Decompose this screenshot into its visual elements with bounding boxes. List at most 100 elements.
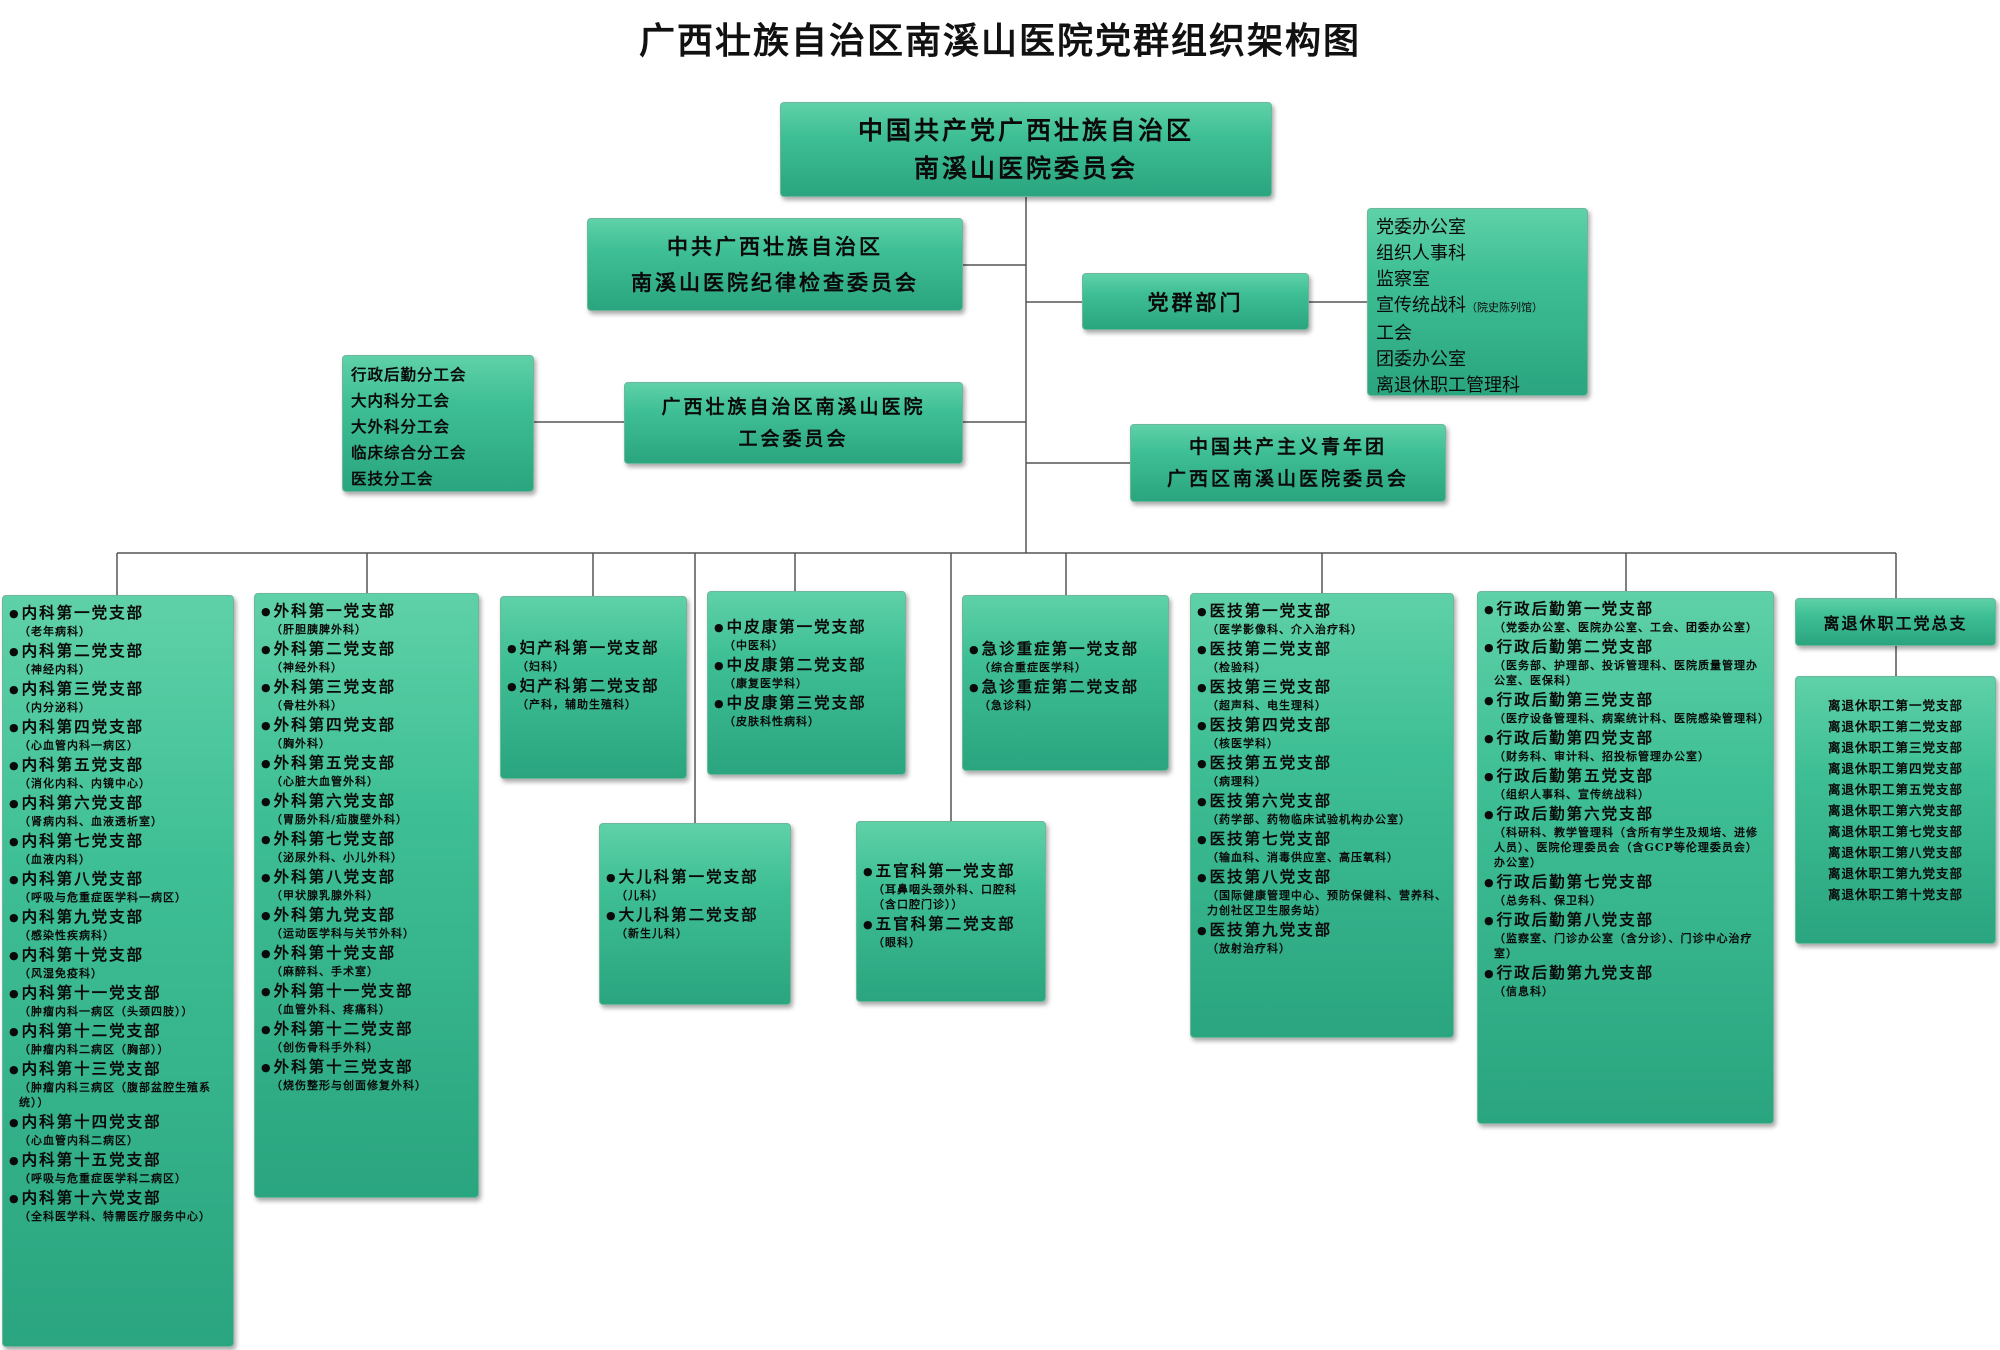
- party-branch-item[interactable]: 外科第六党支部（胃肠外科/疝腹壁外科）: [261, 790, 472, 827]
- branch-name: 内科第九党支部: [9, 906, 227, 928]
- party-branch-item[interactable]: 急诊重症第二党支部（急诊科）: [969, 676, 1162, 713]
- party-branch-item[interactable]: 妇产科第二党支部（产科，辅助生殖科）: [507, 675, 680, 712]
- party-branch-item[interactable]: 外科第八党支部（甲状腺乳腺外科）: [261, 866, 472, 903]
- discipline-committee-box[interactable]: 中共广西壮族自治区 南溪山医院纪律检查委员会: [587, 218, 963, 311]
- branch-departments: （心血管内科二病区）: [19, 1134, 139, 1147]
- party-branch-item[interactable]: 外科第十党支部（麻醉科、手术室）: [261, 942, 472, 979]
- branch-name: 外科第二党支部: [261, 638, 472, 660]
- party-branch-item[interactable]: 内科第六党支部（肾病内科、血液透析室）: [9, 792, 227, 829]
- branch-name: 内科第十五党支部: [9, 1149, 227, 1171]
- party-branch-item[interactable]: 行政后勤第五党支部（组织人事科、宣传统战科）: [1484, 765, 1767, 802]
- fuchan-branches-box: 妇产科第一党支部（妇科）妇产科第二党支部（产科，辅助生殖科）: [500, 596, 687, 779]
- retire-general-branch-box[interactable]: 离退休职工党总支: [1795, 598, 1996, 646]
- branch-name: 内科第十一党支部: [9, 982, 227, 1004]
- party-branch-item[interactable]: 内科第十一党支部（肿瘤内科一病区（头颈四肢））: [9, 982, 227, 1019]
- party-branch-item[interactable]: 内科第十六党支部（全科医学科、特需医疗服务中心）: [9, 1187, 227, 1224]
- party-branch-item[interactable]: 外科第七党支部（泌尿外科、小儿外科）: [261, 828, 472, 865]
- branch-departments: （消化内科、内镜中心）: [19, 777, 151, 790]
- party-branch-item[interactable]: 内科第四党支部（心血管内科一病区）: [9, 716, 227, 753]
- branch-departments: （老年病科）: [19, 625, 91, 638]
- party-branch-item[interactable]: 妇产科第一党支部（妇科）: [507, 637, 680, 674]
- party-branch-item[interactable]: 五官科第二党支部（眼科）: [863, 913, 1039, 950]
- branch-departments: （全科医学科、特需医疗服务中心）: [19, 1210, 211, 1223]
- party-dept-box[interactable]: 党群部门: [1082, 273, 1309, 330]
- party-branch-item[interactable]: 外科第十二党支部（创伤骨科手外科）: [261, 1018, 472, 1055]
- party-branch-item[interactable]: 行政后勤第一党支部（党委办公室、医院办公室、工会、团委办公室）: [1484, 598, 1767, 635]
- party-branch-item[interactable]: 急诊重症第一党支部（综合重症医学科）: [969, 638, 1162, 675]
- party-branch-item[interactable]: 行政后勤第八党支部（监察室、门诊办公室（含分诊）、门诊中心治疗室）: [1484, 909, 1767, 961]
- party-branch-item[interactable]: 行政后勤第九党支部（信息科）: [1484, 962, 1767, 999]
- branch-departments: （信息科）: [1494, 985, 1554, 998]
- party-branch-item[interactable]: 医技第五党支部（病理科）: [1197, 752, 1447, 789]
- party-dept-items-box: 党委办公室 组织人事科 监察室 宣传统战科（院史陈列馆） 工会 团委办公室 离退…: [1367, 208, 1588, 396]
- party-branch-item[interactable]: 医技第一党支部（医学影像科、介入治疗科）: [1197, 600, 1447, 637]
- party-branch-item[interactable]: 医技第八党支部（国际健康管理中心、预防保健科、营养科、力创社区卫生服务站）: [1197, 866, 1447, 918]
- youth-league-box[interactable]: 中国共产主义青年团 广西区南溪山医院委员会: [1130, 424, 1446, 502]
- branch-departments: （核医学科）: [1207, 737, 1279, 750]
- party-dept-item: 监察室: [1376, 269, 1430, 290]
- branch-departments: （运动医学科与关节外科）: [271, 927, 415, 940]
- branch-departments: （呼吸与危重症医学科一病区）: [19, 891, 187, 904]
- party-branch-item[interactable]: 内科第三党支部（内分泌科）: [9, 678, 227, 715]
- party-branch-item[interactable]: 行政后勤第三党支部（医疗设备管理科、病案统计科、医院感染管理科）: [1484, 689, 1769, 726]
- branch-name: 内科第四党支部: [9, 716, 227, 738]
- party-branch-item[interactable]: 外科第二党支部（神经外科）: [261, 638, 472, 675]
- party-branch-item[interactable]: 外科第九党支部（运动医学科与关节外科）: [261, 904, 472, 941]
- party-branch-item[interactable]: 医技第二党支部（检验科）: [1197, 638, 1447, 675]
- party-branch-item[interactable]: 大儿科第一党支部（儿科）: [606, 866, 784, 903]
- party-branch-item[interactable]: 内科第五党支部（消化内科、内镜中心）: [9, 754, 227, 791]
- party-branch-item[interactable]: 医技第九党支部（放射治疗科）: [1197, 919, 1447, 956]
- party-branch-item[interactable]: 中皮康第一党支部（中医科）: [714, 616, 899, 653]
- party-branch-item[interactable]: 行政后勤第六党支部（科研科、教学管理科（含所有学生及规培、进修人员）、医院伦理委…: [1484, 803, 1767, 870]
- branch-name: 行政后勤第一党支部: [1484, 598, 1767, 620]
- union-sub-item: 大外科分工会: [351, 417, 451, 436]
- party-branch-item[interactable]: 外科第十三党支部（烧伤整形与创面修复外科）: [261, 1056, 472, 1093]
- party-branch-item[interactable]: 医技第三党支部（超声科、电生理科）: [1197, 676, 1447, 713]
- party-branch-item[interactable]: 中皮康第二党支部（康复医学科）: [714, 654, 899, 691]
- party-branch-item[interactable]: 行政后勤第四党支部（财务科、审计科、招投标管理办公室）: [1484, 727, 1767, 764]
- retire-branch-item: 离退休职工第六党支部: [1827, 803, 1963, 818]
- party-branch-item[interactable]: 外科第五党支部（心脏大血管外科）: [261, 752, 472, 789]
- party-branch-item[interactable]: 内科第九党支部（感染性疾病科）: [9, 906, 227, 943]
- party-branch-item[interactable]: 行政后勤第二党支部（医务部、护理部、投诉管理科、医院质量管理办公室、医保科）: [1484, 636, 1767, 688]
- party-dept-item: 组织人事科: [1376, 243, 1466, 264]
- party-branch-item[interactable]: 内科第二党支部（神经内科）: [9, 640, 227, 677]
- party-branch-item[interactable]: 大儿科第二党支部（新生儿科）: [606, 904, 784, 941]
- party-branch-item[interactable]: 外科第十一党支部（血管外科、疼痛科）: [261, 980, 472, 1017]
- party-branch-item[interactable]: 五官科第一党支部（耳鼻咽头颈外科、口腔科（含口腔门诊））: [863, 860, 1039, 912]
- party-branch-item[interactable]: 内科第十二党支部（肿瘤内科二病区（胸部））: [9, 1020, 227, 1057]
- jizhen-branches-box: 急诊重症第一党支部（综合重症医学科）急诊重症第二党支部（急诊科）: [962, 595, 1169, 771]
- party-branch-item[interactable]: 行政后勤第七党支部（总务科、保卫科）: [1484, 871, 1767, 908]
- branch-name: 妇产科第一党支部: [507, 637, 680, 659]
- party-branch-item[interactable]: 内科第七党支部（血液内科）: [9, 830, 227, 867]
- party-branch-item[interactable]: 内科第十四党支部（心血管内科二病区）: [9, 1111, 227, 1148]
- branch-name: 中皮康第三党支部: [714, 692, 899, 714]
- party-branch-item[interactable]: 内科第十三党支部（肿瘤内科三病区（腹部盆腔生殖系统））: [9, 1058, 227, 1110]
- party-branch-item[interactable]: 外科第一党支部（肝胆胰脾外科）: [261, 600, 472, 637]
- retire-branch-item: 离退休职工第三党支部: [1827, 740, 1963, 755]
- party-branch-item[interactable]: 内科第一党支部（老年病科）: [9, 602, 227, 639]
- party-branch-item[interactable]: 内科第十党支部（风湿免疫科）: [9, 944, 227, 981]
- branch-name: 行政后勤第二党支部: [1484, 636, 1767, 658]
- party-branch-item[interactable]: 外科第四党支部（胸外科）: [261, 714, 472, 751]
- party-dept-note: （院史陈列馆）: [1466, 301, 1543, 314]
- party-branch-item[interactable]: 内科第八党支部（呼吸与危重症医学科一病区）: [9, 868, 227, 905]
- party-branch-item[interactable]: 内科第十五党支部（呼吸与危重症医学科二病区）: [9, 1149, 227, 1186]
- branch-name: 急诊重症第二党支部: [969, 676, 1162, 698]
- branch-name: 行政后勤第五党支部: [1484, 765, 1767, 787]
- branch-departments: （眼科）: [873, 936, 921, 949]
- page-title: 广西壮族自治区南溪山医院党群组织架构图: [638, 20, 1361, 62]
- branch-departments: （肿瘤内科一病区（头颈四肢））: [19, 1005, 194, 1018]
- party-committee-box[interactable]: 中国共产党广西壮族自治区 南溪山医院委员会: [780, 102, 1272, 197]
- branch-name: 内科第十四党支部: [9, 1111, 227, 1133]
- party-branch-item[interactable]: 医技第六党支部（药学部、药物临床试验机构办公室）: [1197, 790, 1447, 827]
- branch-departments: （心血管内科一病区）: [19, 739, 139, 752]
- party-branch-item[interactable]: 外科第三党支部（骨柱外科）: [261, 676, 472, 713]
- party-branch-item[interactable]: 中皮康第三党支部（皮肤科性病科）: [714, 692, 899, 729]
- branch-name: 外科第六党支部: [261, 790, 472, 812]
- branch-departments: （肾病内科、血液透析室）: [19, 815, 163, 828]
- party-branch-item[interactable]: 医技第四党支部（核医学科）: [1197, 714, 1447, 751]
- branch-departments: （医务部、护理部、投诉管理科、医院质量管理办公室、医保科）: [1494, 659, 1758, 687]
- union-committee-box[interactable]: 广西壮族自治区南溪山医院 工会委员会: [624, 382, 963, 464]
- party-branch-item[interactable]: 医技第七党支部（输血科、消毒供应室、高压氧科）: [1197, 828, 1447, 865]
